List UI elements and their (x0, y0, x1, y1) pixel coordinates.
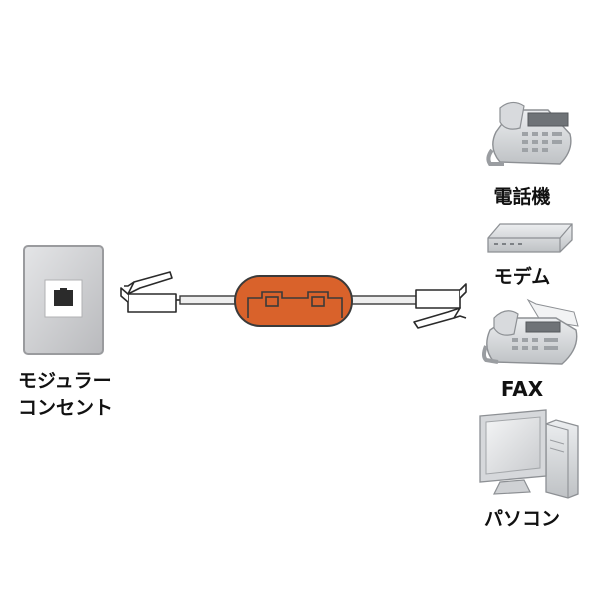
rj11-plug-icon (413, 283, 467, 329)
modular-jack-icon (23, 245, 104, 355)
phone-label: 電話機 (493, 186, 551, 208)
modem-icon (487, 223, 573, 253)
wall-outlet-label-line2: コンセント (18, 397, 114, 419)
fax-label: FAX (500, 377, 544, 401)
ferrite-core-icon (234, 275, 353, 327)
wall-outlet-label-line1: モジュラー (18, 370, 112, 392)
modem-label: モデム (493, 266, 551, 288)
fax-machine-icon (482, 298, 579, 365)
telephone-icon (486, 101, 572, 166)
wall-outlet-label: モジュラー コンセント (18, 368, 113, 422)
desktop-computer-icon (479, 409, 579, 499)
rj11-plug-icon (120, 271, 182, 313)
pc-label: パソコン (483, 508, 560, 530)
